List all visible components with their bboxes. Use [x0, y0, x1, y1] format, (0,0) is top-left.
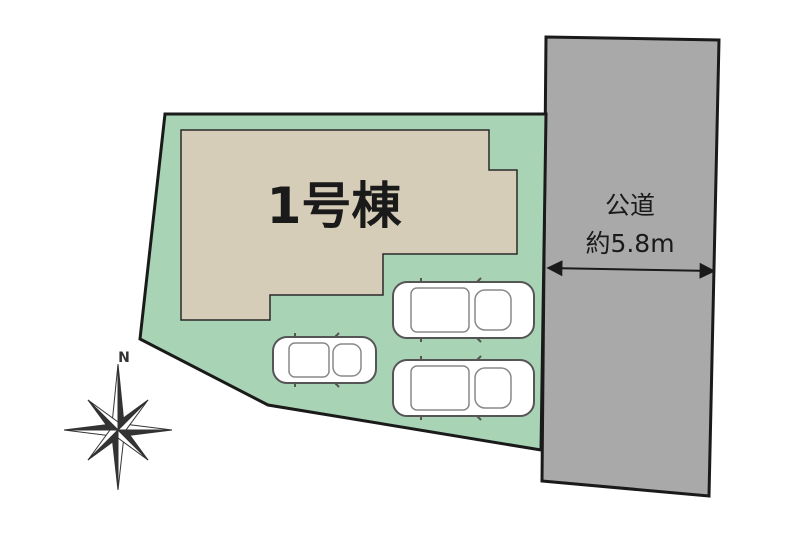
compass-rose-icon — [63, 363, 173, 491]
compass-north-label: N — [118, 350, 130, 366]
road-name: 公道 — [605, 191, 655, 220]
public-road — [540, 35, 721, 498]
building-footprint — [180, 129, 518, 321]
road-width-label: 約5.8m — [585, 229, 674, 258]
car-1 — [392, 277, 535, 343]
road-width-arrow — [546, 260, 716, 279]
car-2 — [272, 332, 377, 388]
building-label: 1号棟 — [267, 177, 403, 235]
car-3 — [392, 355, 535, 421]
